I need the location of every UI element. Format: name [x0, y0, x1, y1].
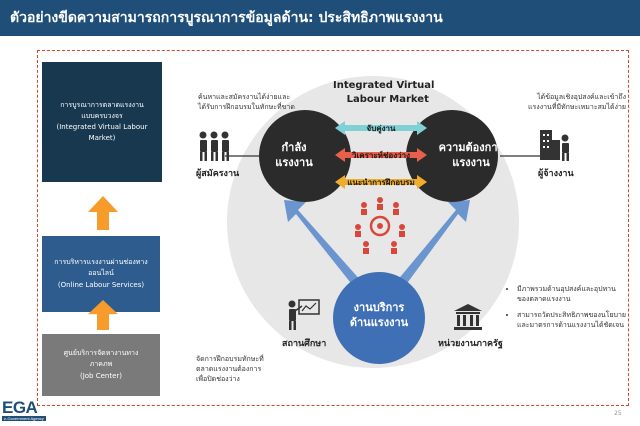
ivlm-box: การบูรณาการตลาดแรงงาน แบบครบวงจร (Integr… — [42, 62, 162, 182]
labour-demand-label: ความต้องการ แรงงาน — [428, 140, 514, 171]
text-line: ได้ข้อมูลเชิงอุปสงค์และเข้าถึง — [537, 93, 626, 101]
ivlm-title-line: Integrated Virtual — [333, 80, 435, 91]
labour-service-label: งานบริการ ด้านแรงงาน — [337, 300, 421, 331]
supply-line: แรงงาน — [275, 156, 313, 170]
jobseeker-label: ผู้สมัครงาน — [196, 169, 240, 179]
ivlm-line: แบบครบวงจร — [81, 111, 123, 120]
labour-service-circle — [333, 272, 425, 364]
people-network-icon — [355, 197, 405, 254]
dashed-frame — [37, 50, 629, 406]
service-arrow-right — [396, 200, 470, 282]
ivlm-line: การบูรณาการตลาดแรงงาน — [60, 100, 144, 109]
logo-tagline: e-Government Agency — [2, 416, 46, 421]
education-icon — [288, 299, 320, 330]
government-label: หน่วยงานภาครัฐ — [438, 339, 503, 349]
ivlm-line: Market) — [88, 134, 116, 143]
employer-icon — [540, 130, 569, 161]
training-recommendation-label: แนะนำการฝึกอบรม — [347, 178, 415, 187]
job-matching-label: จับคู่งาน — [366, 124, 396, 133]
text-line: จัดการฝึกอบรมทักษะที่ — [196, 355, 264, 363]
text-line: แรงงานที่มีทักษะเหมาะสมได้ง่าย — [528, 103, 626, 112]
bullet-item: สามารถวัดประสิทธิภาพของนโยบายและมาตรการด… — [517, 310, 628, 330]
ega-logo: EGA e-Government Agency — [2, 398, 46, 421]
header-bar: ตัวอย่างขีดความสามารถการบูรณาการข้อมูลด้… — [0, 0, 640, 36]
jobseekers-icon — [199, 131, 229, 161]
up-arrow-icon — [88, 196, 118, 230]
labour-supply-label: กำลัง แรงงาน — [268, 140, 320, 171]
demand-line: ความต้องการ — [438, 141, 504, 154]
arrow-gap-analysis — [335, 148, 427, 162]
ivlm-title: Integrated Virtual Labour Market — [333, 79, 434, 106]
demand-line: แรงงาน — [452, 156, 490, 170]
service-line: ด้านแรงงาน — [349, 316, 409, 330]
employer-label: ผู้จ้างงาน — [538, 169, 574, 179]
ols-line: การบริหารแรงงานผ่านช่องทาง — [54, 258, 148, 267]
labour-supply-circle — [259, 110, 351, 202]
service-line: งานบริการ — [353, 301, 405, 314]
job-center-box: ศูนย์บริการจัดหางานทาง ภาคภพ (Job Center… — [42, 334, 160, 396]
bullet-item: มีภาพรวมด้านอุปสงค์และอุปทานของตลาดแรงงา… — [517, 284, 628, 304]
ivlm-title-line: Labour Market — [346, 93, 429, 105]
text-line: ได้รับการฝึกอบรมในทักษะที่ขาด — [198, 103, 295, 112]
education-label: สถานศึกษา — [282, 339, 327, 349]
jc-line: (Job Center) — [79, 371, 123, 380]
text-line: ค้นหาและสมัครงานได้ง่ายและ — [198, 93, 291, 101]
online-labour-services-box: การบริหารแรงงานผ่านช่องทาง ออนไลน์ (Onli… — [42, 236, 160, 312]
logo-name: EGA — [2, 398, 38, 417]
jc-line: ศูนย์บริการจัดหางานทาง — [63, 349, 139, 358]
jc-line: ภาคภพ — [89, 360, 113, 369]
employer-benefit-text: ได้ข้อมูลเชิงอุปสงค์และเข้าถึง แรงงานที่… — [506, 92, 626, 112]
ivlm-line: (Integrated Virtual Labour — [56, 123, 148, 131]
service-arrow-left — [284, 200, 362, 282]
government-benefit-list: มีภาพรวมด้านอุปสงค์และอุปทานของตลาดแรงงา… — [508, 284, 628, 337]
supply-line: กำลัง — [281, 141, 307, 154]
up-arrow-icon — [88, 300, 118, 330]
text-line: เพื่อปิดช่องว่าง — [196, 375, 240, 384]
arrow-job-matching — [335, 121, 427, 135]
page-number: 25 — [614, 410, 622, 417]
jobseeker-benefit-text: ค้นหาและสมัครงานได้ง่ายและ ได้รับการฝึกอ… — [198, 92, 338, 112]
government-building-icon — [454, 304, 482, 330]
ols-line: (Online Labour Services) — [57, 280, 145, 289]
arrow-training-recommendation — [335, 175, 427, 189]
labour-demand-circle — [406, 110, 498, 202]
ols-line: ออนไลน์ — [88, 269, 114, 278]
text-line: ตลาดแรงงานต้องการ — [196, 365, 262, 374]
education-benefit-text: จัดการฝึกอบรมทักษะที่ ตลาดแรงงานต้องการ … — [196, 354, 306, 384]
gap-analysis-label: วิเคราะห์ช่องว่าง — [352, 151, 410, 160]
page-title: ตัวอย่างขีดความสามารถการบูรณาการข้อมูลด้… — [10, 10, 443, 26]
